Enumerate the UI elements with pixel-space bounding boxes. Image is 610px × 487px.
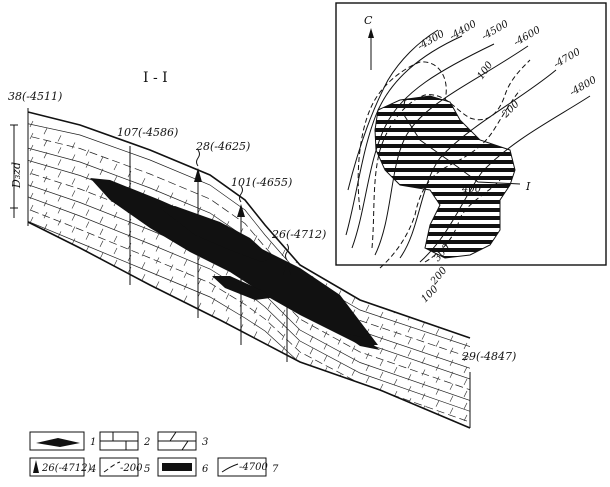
legend-item-5: -200 5 (99, 457, 150, 477)
svg-text:4: 4 (89, 464, 96, 475)
north-label: C (364, 14, 373, 27)
legend-item-2: 2 (99, 431, 150, 451)
profile-label-end: I (525, 180, 531, 193)
reef-zone (374, 95, 516, 259)
well-label-28: 28(-4625) (195, 140, 250, 153)
well-arrow-101 (237, 204, 245, 217)
well-arrow-28 (194, 168, 202, 182)
legend-contour-text: -4700 (239, 462, 268, 473)
reef-lens-upper (160, 206, 272, 262)
svg-text:400: 400 (461, 184, 482, 195)
structure-contours (345, 29, 591, 263)
well-label-38: 38(-4511) (8, 90, 62, 103)
svg-text:100: 100 (419, 283, 441, 305)
legend-item-1: 1 (29, 431, 96, 451)
well-label-29: 29(-4847) (461, 350, 516, 363)
well-38: 38(-4511) (8, 90, 62, 103)
profile-line: I I (401, 98, 531, 193)
legend-item-3: 3 (157, 431, 208, 451)
svg-text:3: 3 (202, 437, 208, 448)
well-label-107: 107(-4586) (117, 126, 178, 139)
well-29: 29(-4847) (461, 350, 516, 428)
well-label-101: 101(-4655) (231, 176, 292, 189)
well-26: 26(-4712) (271, 228, 326, 362)
well-28: 28(-4625) (194, 140, 250, 318)
legend-item-6: 6 (157, 457, 209, 477)
well-101: 101(-4655) (231, 176, 292, 345)
well-label-26: 26(-4712) (271, 228, 326, 241)
profile-label-start: I (401, 98, 407, 111)
svg-text:7: 7 (272, 464, 279, 475)
thickness-isolines (357, 59, 531, 269)
legend-isoline-text: -200 (120, 463, 143, 474)
reef-lens-tip (340, 332, 380, 350)
svg-text:2: 2 (143, 437, 150, 448)
legend-item-4: 26(-4712) 4 (29, 457, 96, 477)
legend-item-7: -4700 7 (217, 457, 279, 477)
formation-bottom-boundary (27, 221, 471, 429)
north-arrow: C (364, 14, 374, 70)
svg-text:1: 1 (90, 437, 96, 448)
legend: 1 2 3 26(-4712) 4 -200 (29, 431, 279, 477)
formation-top-boundary (27, 111, 471, 339)
reef-lens-main (90, 178, 378, 345)
inset-map: C I I -4300 -4400 -45 (335, 2, 607, 305)
section-title: I - I (143, 70, 168, 86)
well-107: 107(-4586) (117, 126, 178, 285)
stratum-label: D₃zd (10, 162, 23, 189)
stratum-scale: D₃zd (10, 124, 23, 218)
svg-text:6: 6 (202, 464, 209, 475)
svg-text:5: 5 (144, 464, 150, 475)
well-arrow-26 (283, 262, 291, 275)
cross-section: I - I D₃zd 38(-4511) (8, 70, 516, 429)
legend-well-text: 26(-4712) (41, 463, 91, 474)
